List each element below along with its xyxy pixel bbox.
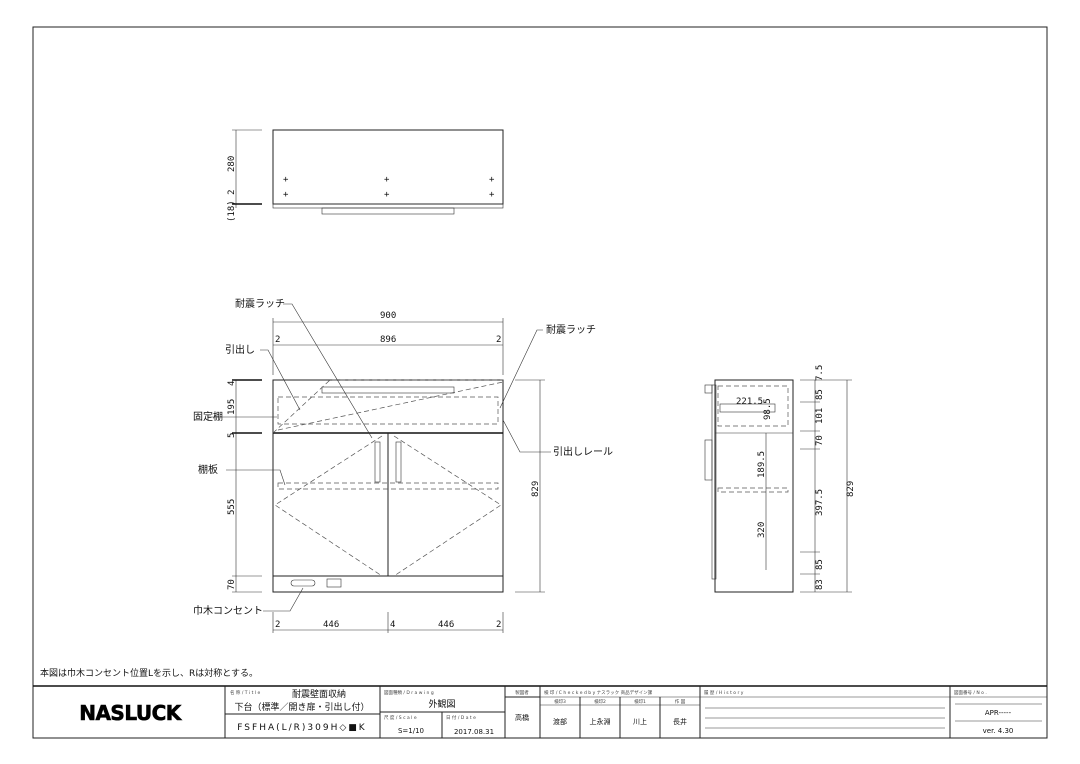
check-caption: 検 印 / C h e c k e d b y ナスラック 商品デザイン課 [544, 689, 653, 696]
nasluck-logo: NASLUCK [79, 701, 183, 725]
label-shelf-board: 棚板 [198, 463, 218, 476]
drawn-caption: 製図者 [515, 689, 529, 696]
dim-door-right: 446 [438, 620, 454, 630]
label-fixed-shelf: 固定棚 [193, 410, 223, 423]
svg-text:+: + [489, 175, 495, 185]
dim-inner1: 221.5 [736, 397, 763, 407]
model-number: FSFHA(L/R)309H◇■K [237, 723, 366, 733]
dim-total-height: 829 [531, 481, 541, 497]
svg-text:+: + [384, 190, 390, 200]
svg-text:+: + [384, 175, 390, 185]
scale: S=1/10 [398, 727, 424, 735]
checker-name: 長井 [673, 717, 687, 726]
dim-side-total: 829 [846, 481, 856, 497]
checker-role: 検印1 [634, 698, 646, 705]
dim-drawer-height: 195 [227, 399, 237, 415]
dim-bottom-left: 2 [275, 620, 280, 630]
dim-gap: 4 [390, 620, 395, 630]
checker-name: 渡部 [553, 717, 567, 726]
dim-d2: 85 [815, 389, 825, 400]
checker-role: 検印3 [554, 698, 566, 705]
scale-caption: 尺 度 / S c a l e [384, 714, 417, 721]
label-drawer-rail: 引出しレール [553, 445, 613, 458]
dim-inner-width: 896 [380, 335, 396, 345]
history-caption: 履 歴 / H i s t o r y [704, 690, 744, 696]
label-baseboard-outlet: 巾木コンセント [193, 604, 263, 617]
dim-bottom-right: 2 [496, 620, 501, 630]
dim-d7: 83 [815, 579, 825, 590]
dim-door-height: 555 [227, 499, 237, 515]
number-caption: 図面番号 / N o . [954, 689, 987, 696]
dim-d5: 397.5 [815, 489, 825, 516]
checker-name: 上永淵 [590, 717, 611, 726]
dim-side-right: 2 [496, 335, 501, 345]
label-latch-left: 耐震ラッチ [235, 297, 285, 310]
dim-shelf: 5 [227, 433, 237, 438]
version: ver. 4.30 [983, 727, 1014, 735]
dim-inner2: 98.5 [763, 398, 773, 420]
dim-d3: 101 [815, 408, 825, 424]
title-caption: 名 称 / T i t l e [230, 689, 261, 696]
date-caption: 日 付 / D a t e [446, 714, 476, 721]
dim-offset: (18) 2 [227, 189, 237, 222]
checker-role: 作 図 [675, 698, 686, 705]
dim-d1: 7.5 [815, 365, 825, 381]
checker-name: 川上 [633, 717, 647, 726]
dim-base: 70 [227, 579, 237, 590]
dim-d4: 70 [815, 435, 825, 446]
outlet-icon [290, 579, 316, 587]
dim-d6: 85 [815, 559, 825, 570]
checker-role: 検印2 [594, 698, 606, 705]
top-view: + + + + + + 280 (18) 2 [227, 129, 504, 222]
drawing-note: 本図は巾木コンセント位置Lを示し、Rは対称とする。 [40, 667, 258, 679]
dim-depth: 280 [227, 156, 237, 172]
title-line1: 耐震壁面収納 [292, 688, 346, 700]
svg-text:+: + [489, 190, 495, 200]
dim-inner3: 189.5 [757, 451, 767, 478]
drawing-type: 外観図 [428, 698, 455, 710]
drawn-by: 高橋 [515, 713, 529, 722]
svg-text:+: + [283, 190, 289, 200]
title-line2: 下台（標準／開き扉・引出し付） [234, 701, 369, 713]
date: 2017.08.31 [454, 728, 494, 736]
dim-side-left: 2 [275, 335, 280, 345]
front-view: 900 896 2 2 4 195 5 555 70 829 2 446 4 4… [193, 297, 613, 633]
drawing-caption: 図面種類 / D r a w i n g [384, 689, 434, 696]
dim-door-left: 446 [323, 620, 339, 630]
drawing-number: APR----- [985, 709, 1012, 717]
dim-top: 4 [227, 381, 237, 386]
side-view: 221.5 98.5 189.5 320 7.5 85 101 70 397.5… [704, 365, 856, 593]
label-latch-right: 耐震ラッチ [546, 323, 596, 336]
dim-inner4: 320 [757, 522, 767, 538]
label-drawer: 引出し [225, 343, 255, 356]
dim-overall-width: 900 [380, 311, 396, 321]
svg-text:+: + [283, 175, 289, 185]
title-block: NASLUCK 名 称 / T i t l e 耐震壁面収納 下台（標準／開き扉… [33, 685, 1047, 738]
